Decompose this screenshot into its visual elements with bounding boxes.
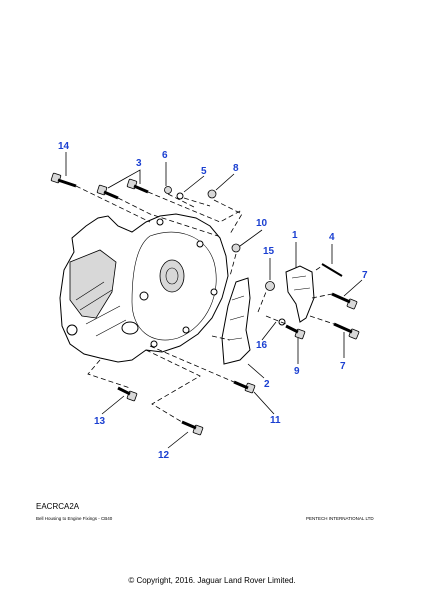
bolt-11: [233, 380, 256, 394]
callout-14: 14: [58, 141, 70, 152]
nut-10: [231, 243, 241, 253]
callout-12: 12: [158, 450, 170, 461]
bolt-14: [50, 172, 77, 188]
callout-7-upper: 7: [362, 270, 368, 281]
bolt-3b: [126, 178, 149, 194]
callout-11: 11: [270, 415, 281, 426]
callout-4: 4: [329, 232, 335, 243]
callout-6: 6: [162, 150, 168, 161]
bolt-9: [285, 324, 306, 340]
callout-16: 16: [256, 340, 268, 351]
callout-5: 5: [201, 166, 207, 177]
bolt-3a: [96, 184, 119, 200]
callout-10: 10: [256, 218, 268, 229]
leader-lines: [65, 152, 363, 449]
copyright-notice: © Copyright, 2016. Jaguar Land Rover Lim…: [128, 576, 296, 585]
bolt-7a: [331, 292, 358, 310]
callout-13: 13: [94, 416, 106, 427]
callout-9: 9: [294, 366, 300, 377]
bolt-7b: [333, 322, 360, 340]
illustration-code: EACRCA2A: [36, 502, 80, 511]
callout-7-lower: 7: [340, 361, 346, 372]
callout-8: 8: [233, 163, 239, 174]
callout-3: 3: [136, 158, 142, 169]
diagram-caption: Bell Housing to Engine Fixings - CB40: [36, 516, 113, 521]
callout-1: 1: [292, 230, 298, 241]
cover-plate-2: [221, 277, 251, 365]
vendor-credit: PENTECH INTERNATIONAL LTD: [306, 516, 374, 521]
stud-4: [321, 263, 343, 277]
bolt-13: [117, 386, 138, 402]
washer-5: [176, 192, 184, 200]
callout-2: 2: [264, 379, 270, 390]
callout-labels: 14 3 6 5 8 10 15 1 4 7 7 9 16 2 11 13 12: [58, 141, 368, 461]
callout-15: 15: [263, 246, 275, 257]
nut-15: [265, 281, 275, 291]
assembly-lines: [75, 185, 335, 423]
stud-8: [207, 189, 217, 199]
nut-6: [164, 186, 172, 194]
cover-plate-1: [285, 265, 315, 323]
bolt-12: [181, 420, 204, 436]
bell-housing: [59, 213, 229, 363]
